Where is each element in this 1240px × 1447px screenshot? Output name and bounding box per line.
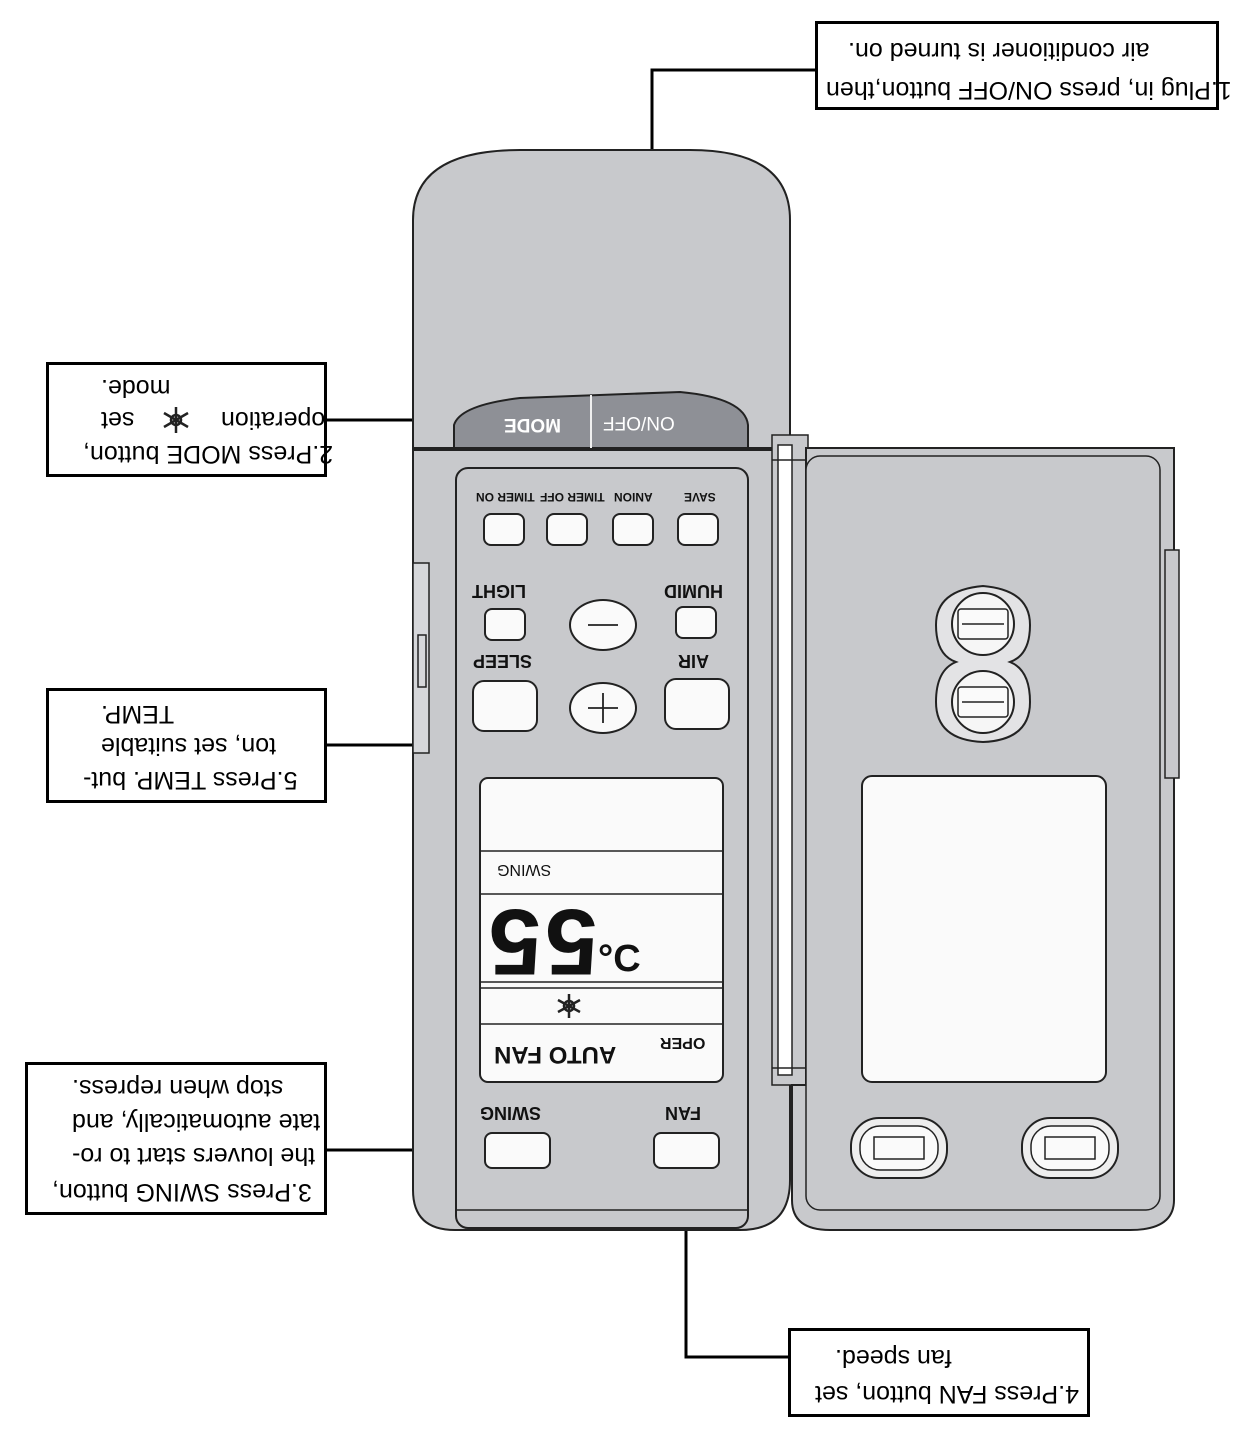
anion-label: ANION xyxy=(614,490,653,504)
callout-step1-line2: air conditioner is turned on. xyxy=(848,37,1150,65)
fan-label: FAN xyxy=(665,1103,701,1123)
callout-step4-line2: fan speed. xyxy=(835,1344,952,1372)
anion-button[interactable] xyxy=(612,513,654,546)
swing-button[interactable] xyxy=(484,1132,551,1169)
save-button[interactable] xyxy=(677,513,719,546)
callout-step3-line1: 3.Press SWING button, xyxy=(52,1178,312,1206)
timer-off-button[interactable] xyxy=(546,513,588,546)
mode-label: MODE xyxy=(504,414,561,435)
callout-step3-line4: stop when repress. xyxy=(72,1074,284,1102)
onoff-label: ON/OFF xyxy=(603,412,675,433)
callout-step2: 2.Press MODE button, set operation mode. xyxy=(46,362,333,477)
callout-step2-line3: mode. xyxy=(101,374,171,402)
callout-step5: 5.Press TEMP. but- ton, set suitable TEM… xyxy=(46,688,327,803)
fan-button[interactable] xyxy=(653,1132,720,1169)
swing-label: SWING xyxy=(480,1103,541,1123)
callout-step4: 4.Press FAN button, set fan speed. xyxy=(788,1328,1090,1417)
callout-step5-line1: 5.Press TEMP. but- xyxy=(83,766,298,794)
snowflake-icon xyxy=(163,407,189,433)
callout-step4-line1: 4.Press FAN button, set xyxy=(815,1380,1080,1408)
callout-step5-line2: ton, set suitable xyxy=(101,732,277,760)
lcd-swing-indicator: SWING xyxy=(497,861,552,878)
lcd-snowflake-icon xyxy=(557,994,581,1018)
light-button[interactable] xyxy=(484,608,526,641)
minus-icon xyxy=(588,624,618,626)
lcd-unit: °C xyxy=(598,938,641,980)
air-button[interactable] xyxy=(664,678,730,730)
light-label: LIGHT xyxy=(472,581,526,601)
temp-down-button[interactable] xyxy=(569,599,637,651)
timer-on-button[interactable] xyxy=(483,513,525,546)
plus-icon xyxy=(588,693,618,723)
humid-label: HUMID xyxy=(664,581,723,601)
callout-step2-line1: 2.Press MODE button, xyxy=(83,440,334,468)
air-label: AIR xyxy=(678,651,709,671)
lcd-auto-fan: AUTO FAN xyxy=(494,1041,617,1068)
callout-step3-line2: the louvers start to ro- xyxy=(72,1142,316,1170)
callout-step2-line2a: set xyxy=(101,406,135,434)
callout-step1: 1.Plug in, press ON/OFF button,then air … xyxy=(815,21,1232,110)
sleep-button[interactable] xyxy=(472,680,538,732)
callout-step1-line1: 1.Plug in, press ON/OFF button,then xyxy=(826,76,1232,104)
callout-step2-line2b: operation xyxy=(221,406,326,434)
lcd-oper: OPER xyxy=(660,1034,706,1051)
temp-up-button[interactable] xyxy=(569,682,637,734)
humid-button[interactable] xyxy=(675,606,717,639)
callout-step5-line3: TEMP. xyxy=(101,700,175,728)
timer-off-label: TIMER OFF xyxy=(540,490,605,504)
lcd-temperature: 55 xyxy=(485,890,598,995)
callout-step3: 3.Press SWING button, the louvers start … xyxy=(25,1062,327,1215)
callout-step3-line3: tate automatically, and xyxy=(72,1108,321,1136)
save-label: SAVE xyxy=(684,490,716,504)
timer-on-label: TIMER ON xyxy=(476,490,535,504)
sleep-label: SLEEP xyxy=(473,651,533,671)
